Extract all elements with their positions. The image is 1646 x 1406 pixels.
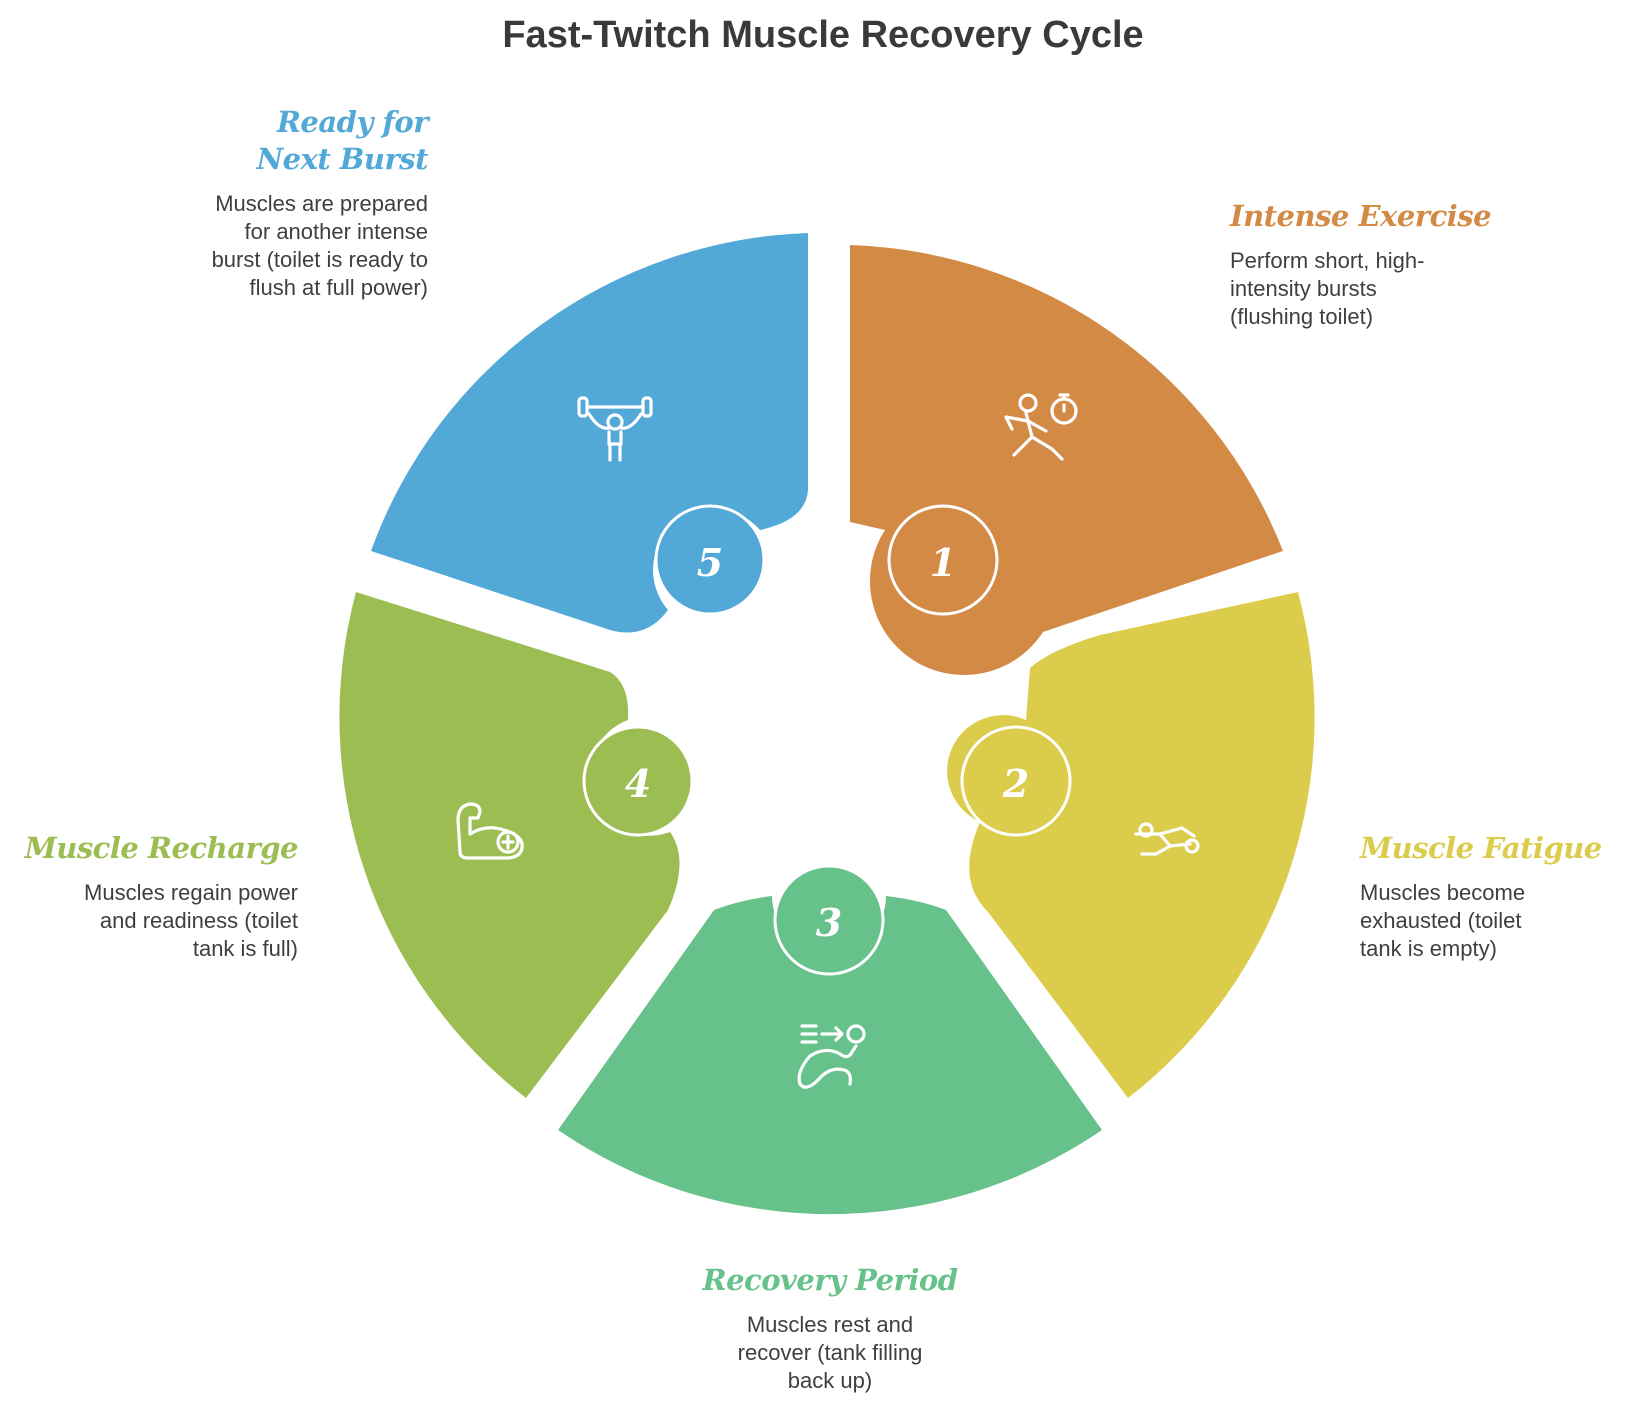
- weightlifter-icon: [577, 396, 653, 462]
- step-1-description: Perform short, high-intensity bursts (fl…: [1230, 248, 1425, 329]
- step-1-title: Intense Exercise: [1230, 199, 1492, 233]
- page-title: Fast-Twitch Muscle Recovery Cycle: [502, 14, 1144, 56]
- step-2-description: Muscles become exhausted (toilet tank is…: [1360, 880, 1526, 961]
- flexed-arm-icon: [456, 802, 524, 860]
- step-4-description: Muscles regain power and readiness (toil…: [84, 880, 298, 961]
- step-2-number: 2: [1002, 761, 1029, 806]
- step-3-title: Recovery Period: [702, 1263, 958, 1297]
- step-2-circle: [960, 725, 1072, 837]
- step-4-circle: [582, 725, 694, 837]
- resting-person-icon: [797, 1024, 866, 1089]
- segment-5: 5: [371, 233, 808, 633]
- sprinter-stopwatch-icon: [1004, 393, 1078, 461]
- segment-2: 2: [947, 592, 1315, 1098]
- step-5-description: Muscles are prepared for another intense…: [211, 191, 428, 300]
- step-4-number: 4: [625, 761, 651, 806]
- step-5-label: Ready for Next Burst Muscles are prepare…: [128, 104, 429, 302]
- segment-2-shape: [947, 592, 1315, 1098]
- segment-3: 3: [558, 864, 1102, 1215]
- step-3-number: 3: [816, 900, 842, 945]
- exhausted-person-icon: [1134, 822, 1200, 856]
- segment-4: 4: [339, 592, 694, 1098]
- step-3-label: Recovery Period Muscles rest and recover…: [680, 1262, 980, 1395]
- step-3-description: Muscles rest and recover (tank filling b…: [737, 1312, 923, 1393]
- segment-3-shape: [558, 896, 1102, 1215]
- segment-5-shape: [371, 233, 808, 633]
- step-3-circle: [773, 864, 885, 976]
- step-2-label: Muscle Fatigue Muscles become exhausted …: [1360, 830, 1646, 963]
- step-5-title: Ready for Next Burst: [256, 105, 429, 176]
- step-1-number: 1: [930, 540, 956, 585]
- step-2-title: Muscle Fatigue: [1360, 831, 1602, 865]
- step-1-label: Intense Exercise Perform short, high-int…: [1230, 198, 1530, 331]
- step-4-title: Muscle Recharge: [24, 831, 299, 865]
- segment-1: 1: [850, 245, 1283, 676]
- step-1-circle: [887, 504, 999, 616]
- step-4-label: Muscle Recharge Muscles regain power and…: [0, 830, 299, 963]
- step-5-number: 5: [697, 540, 723, 585]
- step-5-circle: [654, 504, 766, 616]
